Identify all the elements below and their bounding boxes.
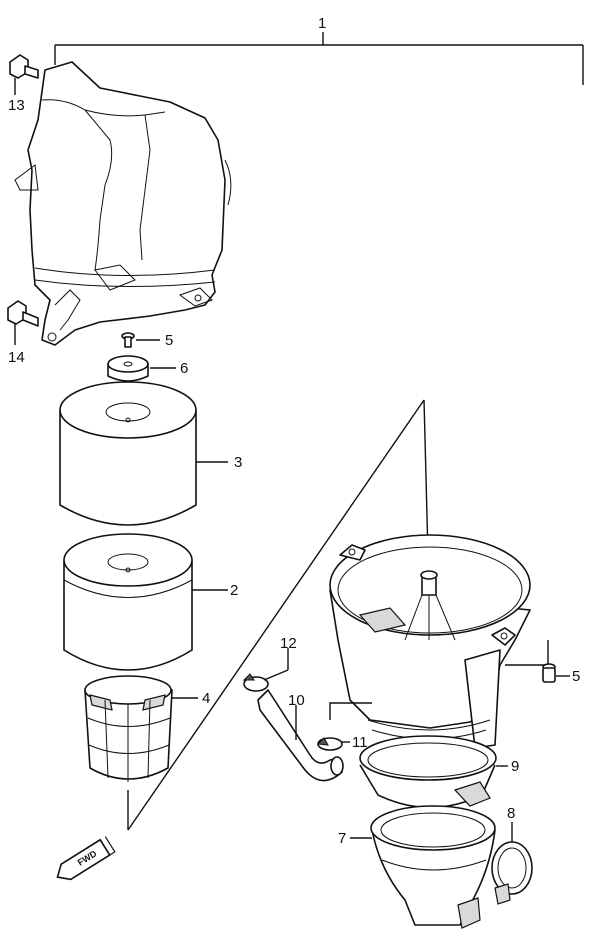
assembly-bracket-1	[54, 32, 584, 85]
cap-6	[107, 355, 176, 382]
callout-14: 14	[8, 349, 25, 366]
callout-6: 6	[180, 360, 188, 377]
filter-cage-4	[84, 675, 198, 782]
callout-4: 4	[202, 690, 210, 707]
bolt-13	[9, 54, 39, 95]
callout-12: 12	[280, 635, 297, 652]
callout-11: 11	[352, 734, 368, 751]
callout-8: 8	[507, 805, 515, 822]
upper-cover	[14, 61, 232, 346]
screw-5-upper	[121, 332, 160, 348]
drain-boot-7	[350, 805, 496, 929]
bolt-14	[7, 300, 39, 345]
callout-10: 10	[288, 692, 305, 709]
callout-2: 2	[230, 582, 238, 599]
filter-element-2	[63, 533, 228, 671]
clip-12	[242, 648, 289, 692]
callout-1: 1	[318, 15, 326, 32]
hose-10	[257, 689, 344, 782]
callout-3: 3	[234, 454, 242, 471]
callout-5-lower: 5	[572, 668, 580, 685]
clip-11	[316, 737, 350, 751]
callout-7: 7	[338, 830, 346, 847]
lower-housing	[329, 534, 531, 749]
callout-9: 9	[511, 758, 519, 775]
fwd-arrow-icon	[56, 836, 116, 881]
filter-element-3	[59, 381, 228, 526]
screw-5-lower	[542, 663, 570, 683]
callout-13: 13	[8, 97, 25, 114]
callout-5-upper: 5	[165, 332, 173, 349]
seal-ring-9	[359, 735, 508, 809]
clamp-8	[491, 822, 533, 905]
